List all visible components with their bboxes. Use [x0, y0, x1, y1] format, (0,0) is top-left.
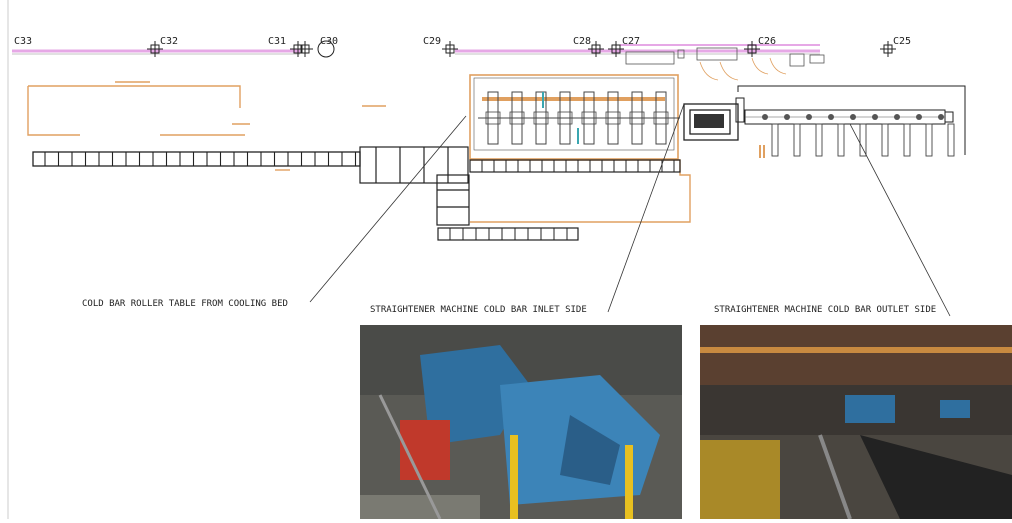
straightener-area [469, 74, 691, 223]
column-label-c27: C27 [622, 36, 640, 47]
outlet-roller [806, 114, 812, 120]
callout-outlet: STRAIGHTENER MACHINE COLD BAR OUTLET SID… [714, 305, 936, 315]
column-marker [588, 41, 604, 57]
bottom-roller-table [437, 227, 579, 241]
rail-lines [12, 44, 820, 55]
outlet-roller [784, 114, 790, 120]
outlet-roller [938, 114, 944, 120]
outlet-roller [916, 114, 922, 120]
outlet-roller [828, 114, 834, 120]
straightener-unit [487, 91, 499, 145]
straightener-unit [583, 91, 595, 145]
column-marker [744, 41, 760, 57]
straightener-unit [631, 91, 643, 145]
column-label-c33: C33 [14, 36, 32, 47]
column-marker [297, 41, 313, 57]
column-label-c31: C31 [268, 36, 286, 47]
callout-cooling-bed: COLD BAR ROLLER TABLE FROM COOLING BED [82, 299, 288, 309]
straightener-unit [511, 91, 523, 145]
lower-roller-table [469, 159, 681, 173]
callout-inlet: STRAIGHTENER MACHINE COLD BAR INLET SIDE [370, 305, 587, 315]
outlet-roller [762, 114, 768, 120]
outlet-roller [894, 114, 900, 120]
outlet-rollers [762, 114, 955, 157]
column-marker [147, 41, 163, 57]
cooling-bed-roller-table [32, 151, 361, 167]
straightener-units [485, 91, 669, 145]
column-marker [880, 41, 896, 57]
column-label-c28: C28 [573, 36, 591, 47]
straightener-unit [535, 91, 547, 145]
straightener-machine-block [683, 97, 745, 141]
transfer-grid [359, 146, 470, 226]
outlet-roller [850, 114, 856, 120]
column-marker [608, 41, 624, 57]
column-c30-ring [317, 40, 335, 58]
leader-lines [309, 103, 951, 317]
outlet-side-photo [700, 325, 1012, 519]
outlet-roller-table [737, 85, 966, 158]
column-label-c29: C29 [423, 36, 441, 47]
column-markers [147, 41, 896, 57]
outlet-roller [872, 114, 878, 120]
column-marker [442, 41, 458, 57]
cooling-bed-outline [27, 81, 386, 171]
column-label-c32: C32 [160, 36, 178, 47]
column-label-c26: C26 [758, 36, 776, 47]
column-label-c25: C25 [893, 36, 911, 47]
inlet-side-photo [360, 325, 682, 519]
straightener-unit [655, 91, 667, 145]
straightener-unit [607, 91, 619, 145]
straightener-unit [559, 91, 571, 145]
top-equipment [625, 47, 825, 81]
